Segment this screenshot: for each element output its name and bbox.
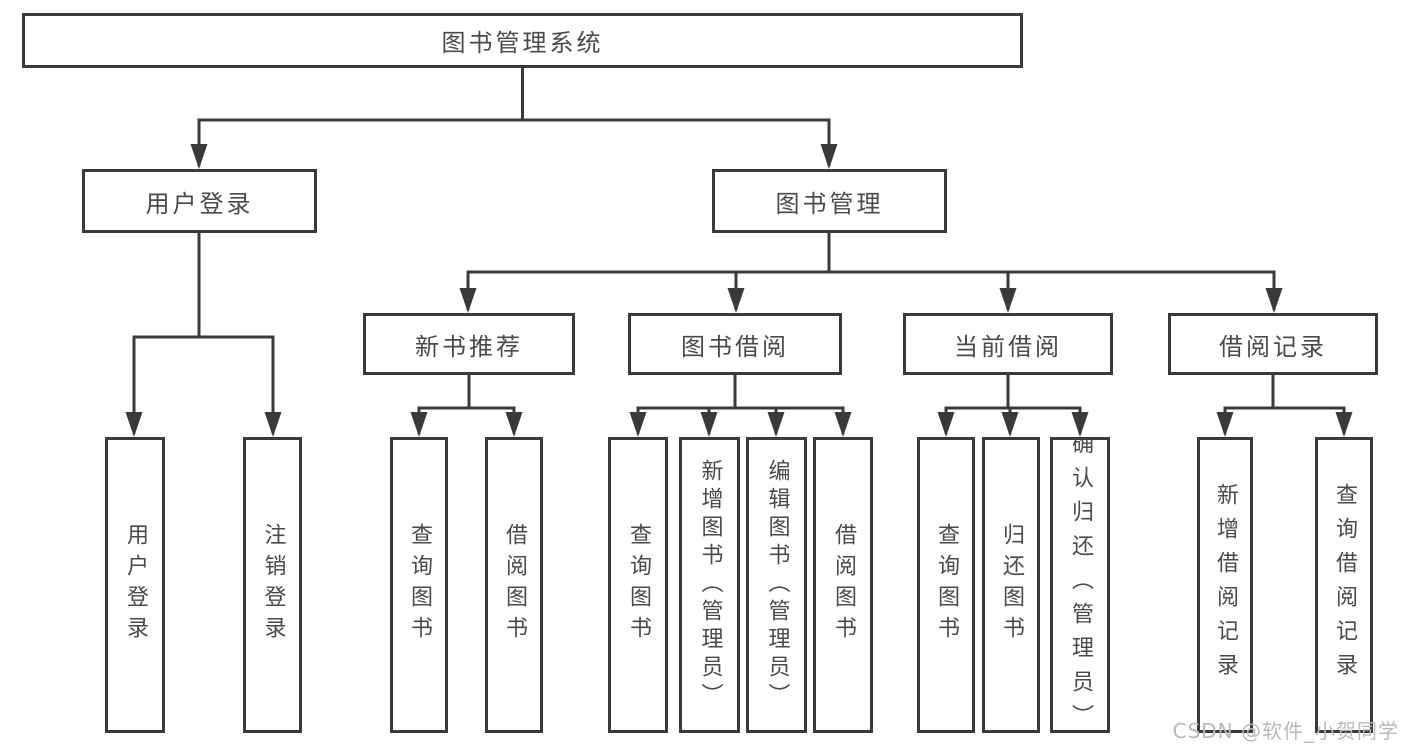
node-label: 查询图书 xyxy=(407,523,432,647)
node-label: 新增借阅记录 xyxy=(1213,483,1238,687)
node-label: 归还图书 xyxy=(999,523,1024,647)
arrowhead xyxy=(1216,412,1234,437)
connector-new-book-children xyxy=(410,375,523,437)
arrowhead xyxy=(700,412,718,437)
node-new-book-recommendation: 新书推荐 xyxy=(363,313,575,375)
connector-borrow-records-children xyxy=(1216,375,1353,437)
leaf-query-borrow-record: 查询借阅记录 xyxy=(1315,437,1373,733)
leaf-confirm-return-admin: 确认归还（管理员） xyxy=(1050,437,1110,733)
node-label: 新增图书（管理员） xyxy=(697,459,723,711)
arrowhead xyxy=(1071,412,1089,437)
node-user-login: 用户登录 xyxy=(82,169,317,233)
arrowhead xyxy=(767,412,785,437)
node-label: 查询借阅记录 xyxy=(1332,483,1357,687)
arrowhead xyxy=(999,288,1017,313)
node-label: 确认归还（管理员） xyxy=(1068,437,1093,733)
arrowhead xyxy=(629,412,647,437)
node-label: 注销登录 xyxy=(260,523,286,647)
arrowhead xyxy=(727,288,745,313)
node-book-management: 图书管理 xyxy=(712,169,947,233)
connector-root-to-level2 xyxy=(190,68,838,169)
watermark: CSDN @软件_小贺同学 xyxy=(1172,719,1399,743)
node-current-borrowing: 当前借阅 xyxy=(903,313,1113,375)
arrowhead xyxy=(1335,412,1353,437)
leaf-query-books-borrow: 查询图书 xyxy=(608,437,668,733)
arrowhead xyxy=(505,412,523,437)
node-label: 编辑图书（管理员） xyxy=(764,459,790,711)
leaf-borrow-books-recommend: 借阅图书 xyxy=(485,437,543,733)
leaf-query-books-current: 查询图书 xyxy=(917,437,975,733)
leaf-logout: 注销登录 xyxy=(243,437,302,733)
node-book-borrowing: 图书借阅 xyxy=(628,313,842,375)
connector-current-borrow-children xyxy=(937,375,1089,437)
leaf-add-borrow-record: 新增借阅记录 xyxy=(1197,437,1253,733)
arrowhead xyxy=(125,412,143,437)
leaf-return-books: 归还图书 xyxy=(982,437,1040,733)
arrowhead xyxy=(1265,288,1283,313)
arrowhead xyxy=(459,288,477,313)
connector-book-borrow-children xyxy=(629,375,852,437)
leaf-query-books-recommend: 查询图书 xyxy=(390,437,448,733)
arrowhead xyxy=(410,412,428,437)
leaf-borrow-books: 借阅图书 xyxy=(813,437,873,733)
connector-book-management-children xyxy=(459,233,1283,313)
node-label: 用户登录 xyxy=(123,523,148,647)
arrowhead xyxy=(1001,412,1019,437)
node-label: 借阅图书 xyxy=(831,523,856,647)
leaf-user-login: 用户登录 xyxy=(105,437,165,733)
node-label: 查询图书 xyxy=(626,523,651,647)
node-label: 借阅图书 xyxy=(502,523,527,647)
connector-user-login-children xyxy=(125,233,282,437)
arrowhead xyxy=(834,412,852,437)
node-label: 查询图书 xyxy=(934,523,959,647)
leaf-edit-books-admin: 编辑图书（管理员） xyxy=(746,437,807,733)
arrowhead xyxy=(820,144,838,169)
leaf-add-books-admin: 新增图书（管理员） xyxy=(679,437,740,733)
node-library-management-system: 图书管理系统 xyxy=(22,13,1023,68)
arrowhead xyxy=(190,144,208,169)
arrowhead xyxy=(264,412,282,437)
node-borrowing-records: 借阅记录 xyxy=(1168,313,1378,375)
arrowhead xyxy=(937,412,955,437)
